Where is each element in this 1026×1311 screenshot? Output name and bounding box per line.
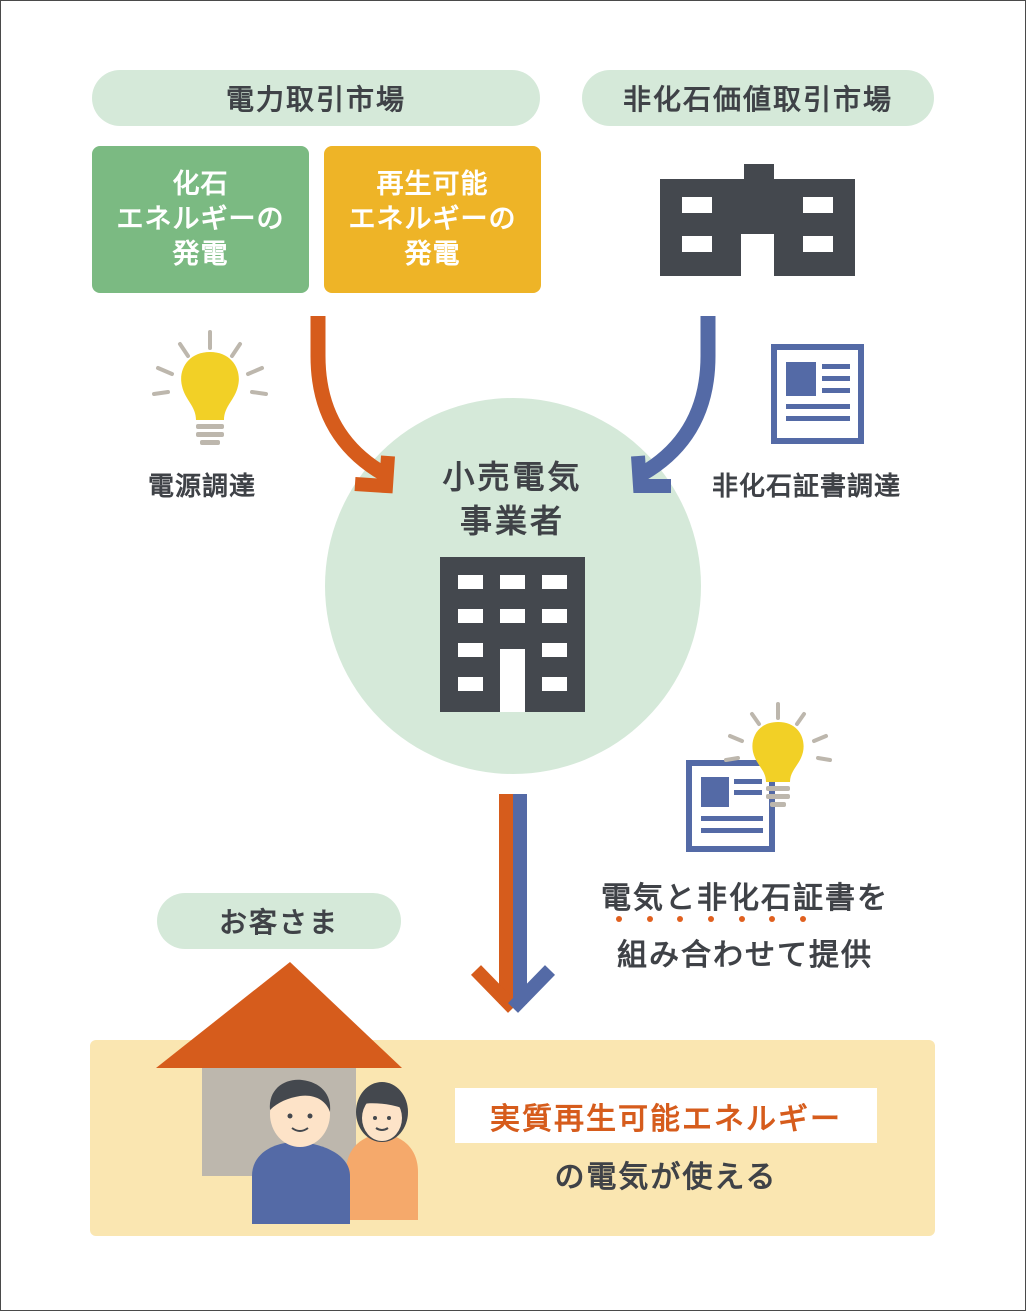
non-fossil-market-pill: 非化石価値取引市場	[582, 70, 934, 126]
power-procurement-label: 電源調達	[148, 472, 257, 502]
lightbulb-icon	[152, 330, 268, 445]
house-icon	[156, 962, 418, 1224]
provision-line-2: 組み合わせて提供	[617, 938, 873, 973]
renewable-generation-box: 再生可能 エネルギーの 発電	[324, 146, 541, 293]
emphasis-dot	[616, 916, 622, 922]
emphasis-dot	[738, 916, 745, 922]
emphasis-dot	[677, 916, 684, 922]
emphasis-dot	[707, 916, 714, 922]
result-text: の電気が使える	[554, 1160, 778, 1195]
renewable-line-2: エネルギーの	[348, 204, 517, 235]
man-figure	[252, 1079, 350, 1224]
retailer-line-1: 小売電気	[442, 458, 583, 496]
fossil-generation-box: 化石 エネルギーの 発電	[92, 146, 309, 293]
emphasis-dot	[769, 916, 776, 922]
customer-pill: お客さま	[157, 893, 401, 949]
fossil-line-1: 化石	[172, 169, 229, 200]
retailer-title: 小売電気 事業者	[390, 455, 635, 543]
power-procurement-arrow	[310, 316, 395, 494]
factory-icon	[660, 164, 855, 276]
retailer-line-2: 事業者	[459, 502, 565, 540]
document-with-lightbulb-icon	[686, 702, 832, 852]
provision-line-1: 電気と非化石証書を	[601, 881, 889, 916]
office-building-icon	[440, 557, 585, 712]
renewable-energy-badge: 実質再生可能エネルギー	[455, 1088, 877, 1143]
renewable-line-3: 発電	[404, 239, 461, 270]
woman-figure	[346, 1082, 418, 1220]
emphasis-dots	[616, 916, 806, 922]
fossil-line-3: 発電	[172, 239, 229, 270]
emphasis-dot	[799, 916, 806, 922]
certificate-procurement-arrow	[631, 316, 716, 493]
fossil-line-2: エネルギーの	[116, 204, 285, 235]
emphasis-dot	[646, 916, 653, 922]
renewable-line-1: 再生可能	[376, 169, 489, 200]
provision-arrow	[470, 794, 556, 1013]
certificate-procurement-label: 非化石証書調達	[712, 472, 902, 502]
document-icon	[771, 344, 864, 444]
power-market-pill: 電力取引市場	[92, 70, 540, 126]
